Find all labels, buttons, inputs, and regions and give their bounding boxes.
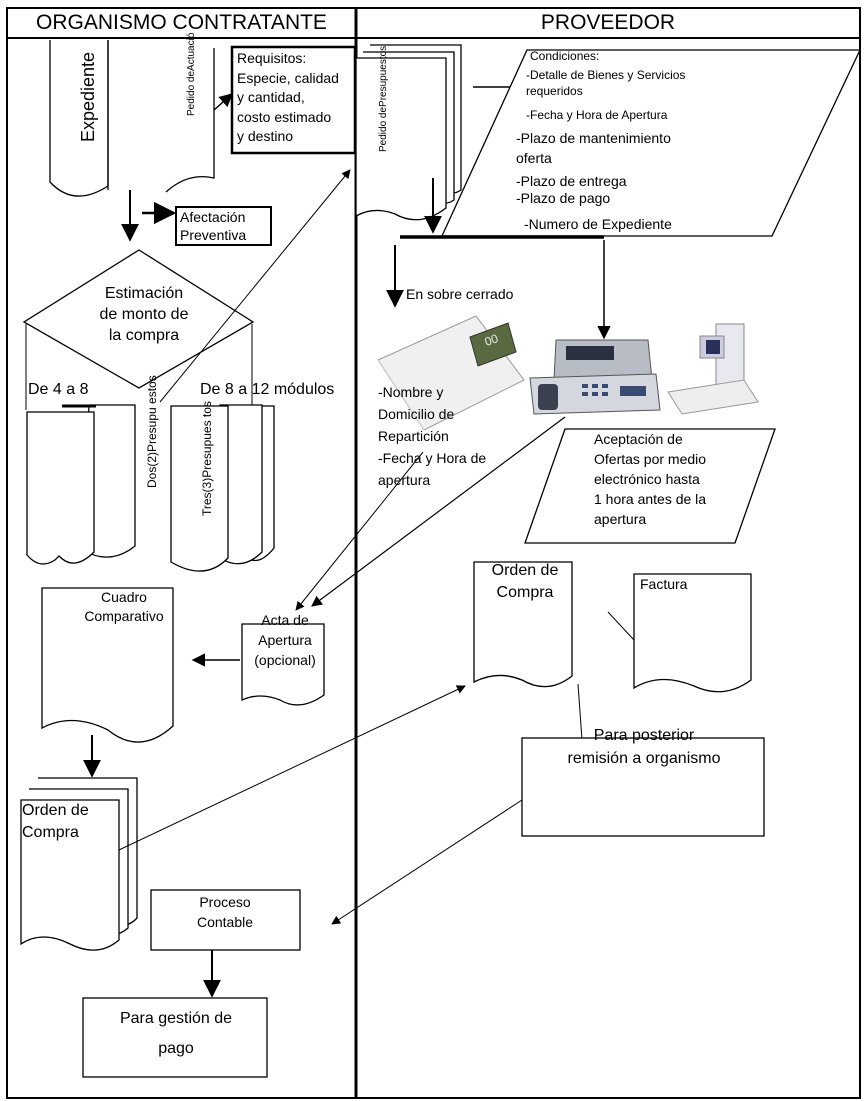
acta-apertura-document (241, 623, 325, 706)
expediente-label: Expediente (78, 51, 98, 142)
sobre-datos-label: -Nombre y Domicilio de Repartición -Fech… (378, 384, 487, 488)
factura-document (633, 573, 752, 693)
proceso-contable-box (150, 889, 301, 951)
estimacion-diamond (22, 249, 255, 389)
fax-machine-icon (529, 339, 661, 415)
line-orden-to-proveedor (118, 685, 466, 851)
link-orden-factura (607, 611, 635, 641)
aceptacion-label: Aceptación de Ofertas por medio electrón… (594, 431, 707, 527)
condicion-pago: -Plazo de pago (516, 190, 611, 206)
arrow-sobre-to-acta (295, 451, 424, 611)
lane-header-organismo: ORGANISMO CONTRATANTE (36, 11, 327, 34)
rango-bajo-label: De 4 a 8 (28, 381, 89, 398)
condicion-fecha-hora: -Fecha y Hora de Apertura (526, 108, 668, 122)
afectacion-box (175, 206, 272, 246)
proceso-contable-label: Proceso Contable (196, 894, 254, 930)
condicion-expediente: -Numero de Expediente (524, 216, 672, 232)
condicion-mantenimiento: -Plazo de mantenimiento oferta (516, 130, 671, 166)
link-orden-remision (577, 683, 583, 741)
pedido-presupuestos-label: Pedido dePresupuestos (378, 45, 389, 152)
condicion-detalle: -Detalle de Bienes y Servicios requerido… (526, 68, 686, 98)
requisitos-label: Requisitos: Especie, calidad y cantidad,… (237, 50, 339, 144)
estimacion-label: Estimación de monto de la compra (99, 285, 189, 344)
afectacion-label: Afectación Preventiva (180, 209, 247, 243)
condicion-entrega: -Plazo de entrega (516, 173, 627, 189)
arrow-remision-to-proceso (331, 799, 523, 925)
tres-presupuestos-label: Tres(3)Presupues tos (200, 401, 214, 516)
envelope-icon (377, 315, 525, 431)
remision-label: Para posterior remisión a organismo (567, 727, 721, 767)
cuadro-comparativo-label: Cuadro Comparativo (84, 589, 164, 624)
lane-header-proveedor: PROVEEDOR (540, 11, 676, 34)
remision-box (521, 737, 765, 837)
pedido-actuacion-label: Pedido deActuació (186, 32, 197, 116)
branch-lines (25, 324, 253, 410)
line-dos-to-pedido (159, 169, 351, 403)
orden-compra-label: Orden de Compra (22, 802, 89, 841)
condiciones-parallelogram (440, 49, 862, 237)
factura-label: Factura (640, 576, 688, 592)
gestion-pago-label: Para gestión de pago (119, 1010, 233, 1057)
arrow-to-requisitos (213, 93, 234, 111)
dos-presupuestos-label: Dos(2)Presupu estos (145, 375, 159, 488)
cuadro-comparativo-document (41, 587, 174, 743)
tres-presupuestos-stack (170, 404, 275, 572)
gestion-pago-box (82, 997, 268, 1078)
expediente-document (49, 40, 109, 197)
pedido-presupuestos-stack (355, 44, 462, 221)
aceptacion-parallelogram (524, 428, 776, 544)
computer-icon (667, 323, 759, 415)
rango-alto-label: De 8 a 12 módulos (200, 381, 335, 398)
orden-compra-proveedor-label: Orden de Compra (491, 562, 559, 601)
sobre-cerrado-label: En sobre cerrado (406, 286, 514, 302)
acta-apertura-label: Acta de Apertura (opcional) (254, 612, 316, 668)
dos-presupuestos-stack (26, 404, 136, 565)
orden-compra-stack (20, 777, 138, 951)
condiciones-title: Condiciones: (530, 49, 600, 63)
requisitos-box (230, 45, 357, 155)
pedido-actuacion-document (165, 48, 215, 193)
orden-compra-proveedor-document (473, 561, 573, 688)
arrow-fax-to-acta (311, 416, 566, 607)
